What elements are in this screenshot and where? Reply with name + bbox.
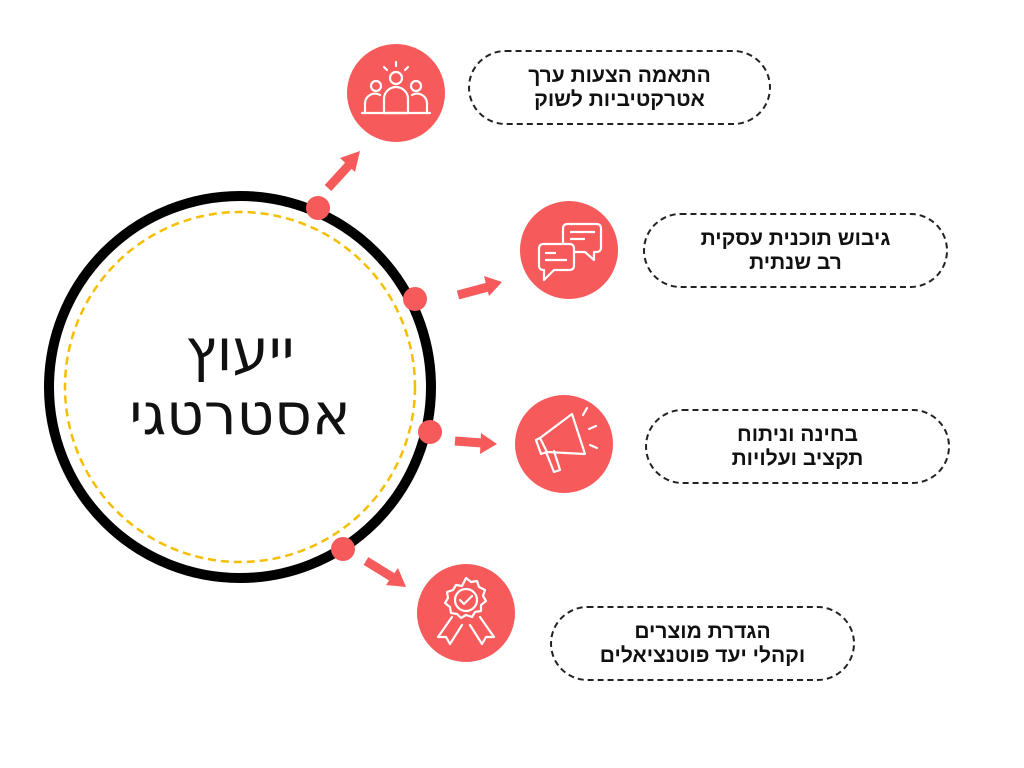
step-box-2: גיבוש תוכנית עסקית רב שנתית xyxy=(643,213,948,288)
center-title: ייעוץ אסטרטגי xyxy=(60,318,420,446)
step-1-line1: התאמה הצעות ערך xyxy=(528,63,711,87)
step-2-line2: רב שנתית xyxy=(749,250,842,274)
arrow-2 xyxy=(456,276,502,300)
connector-dot-4 xyxy=(331,537,355,561)
connector-dot-1 xyxy=(306,196,330,220)
megaphone-icon xyxy=(515,395,613,493)
step-2-line1: גיבוש תוכנית עסקית xyxy=(700,226,891,250)
connector-dot-3 xyxy=(418,420,442,444)
inner-dashed-ring xyxy=(63,210,417,564)
arrow-4 xyxy=(363,557,406,587)
step-box-1: התאמה הצעות ערך אטרקטיביות לשוק xyxy=(468,50,771,125)
step-3-line1: בחינה וניתוח xyxy=(737,422,858,446)
main-ring xyxy=(44,191,436,583)
chat-bubbles-icon xyxy=(520,201,618,299)
award-badge-icon xyxy=(417,564,515,662)
center-title-line1: ייעוץ xyxy=(185,316,295,384)
step-box-3: בחינה וניתוח תקציב ועלויות xyxy=(645,409,950,484)
arrow-3 xyxy=(454,433,497,454)
center-title-line2: אסטרטגי xyxy=(129,380,351,448)
arrow-1 xyxy=(324,151,360,192)
step-1-line2: אטרקטיביות לשוק xyxy=(534,87,705,111)
step-4-line2: וקהלי יעד פוטנציאלים xyxy=(599,643,806,667)
step-3-line2: תקציב ועלויות xyxy=(731,446,864,470)
team-icon xyxy=(347,44,445,142)
connector-dot-2 xyxy=(403,287,427,311)
step-box-4: הגדרת מוצרים וקהלי יעד פוטנציאלים xyxy=(550,606,855,681)
step-4-line1: הגדרת מוצרים xyxy=(634,619,771,643)
